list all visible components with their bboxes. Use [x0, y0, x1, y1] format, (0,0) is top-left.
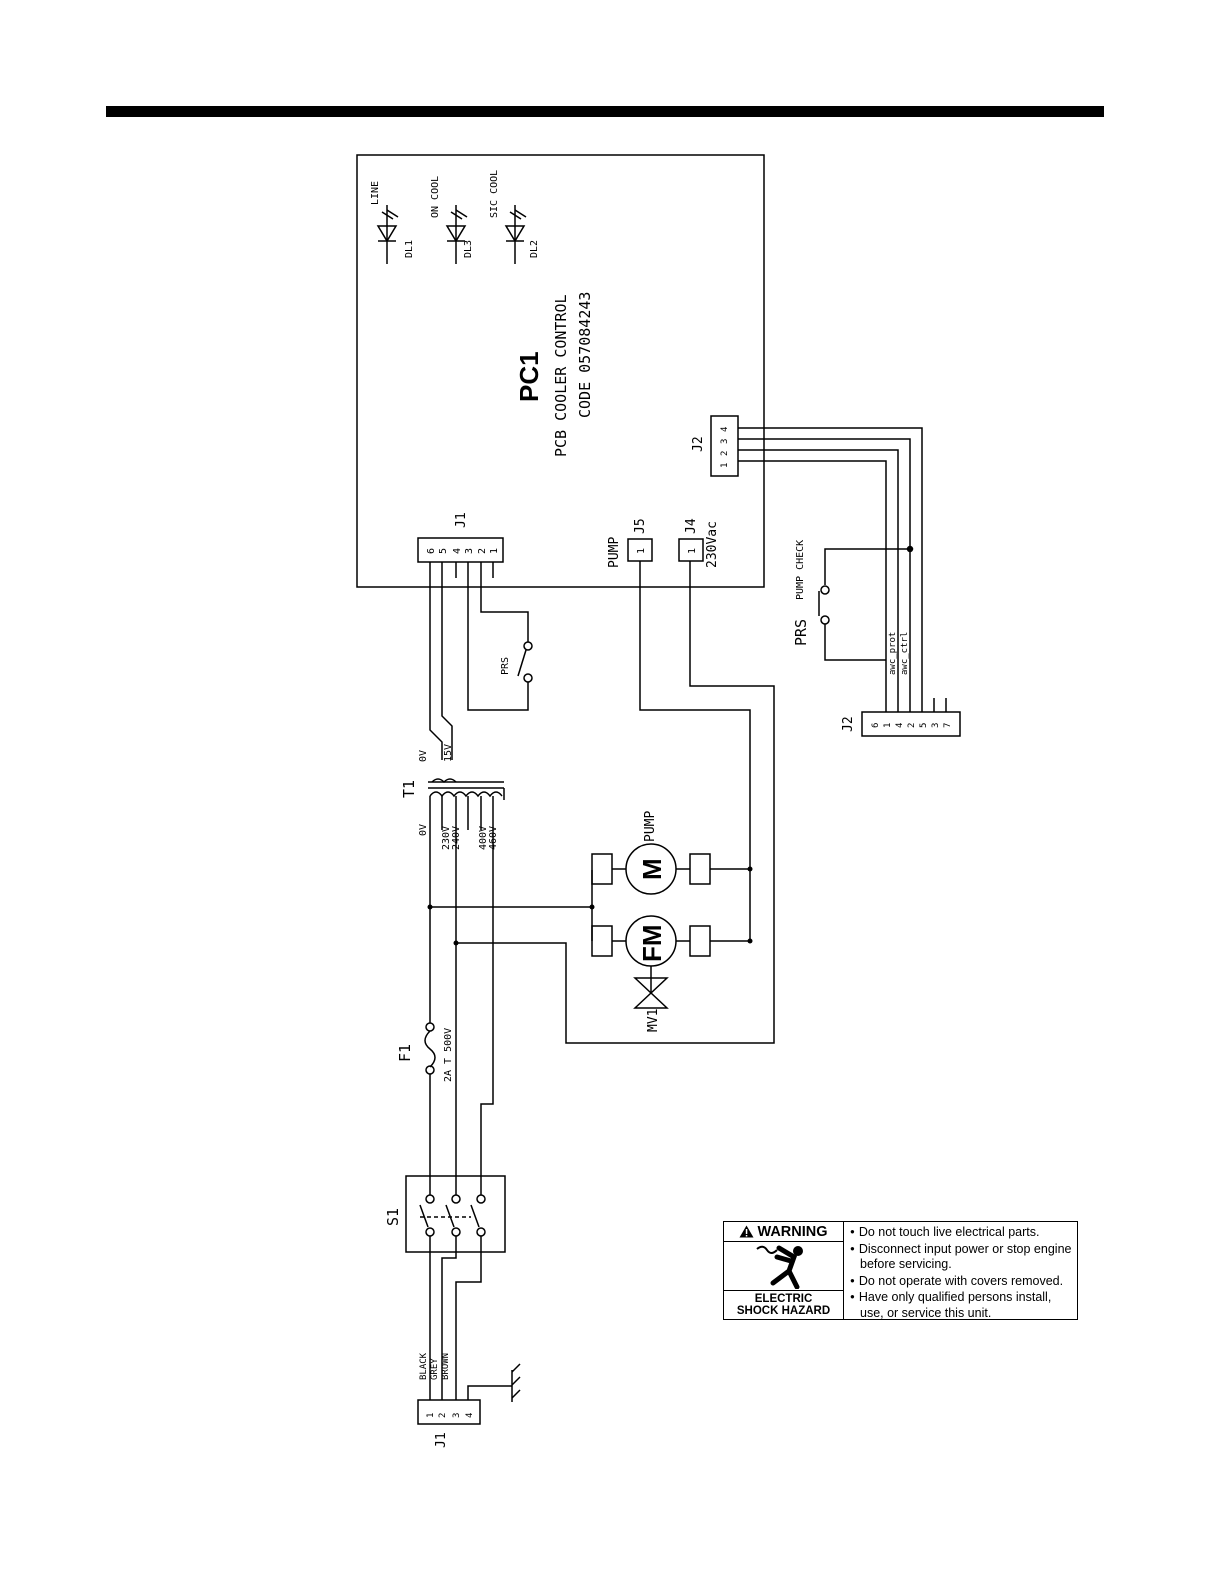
j4-pin: 1: [687, 548, 698, 554]
signal-label: awc_ctrl: [900, 632, 910, 675]
pump-motor-label: PUMP: [643, 811, 658, 842]
fuse-rating: 2A T 500V: [443, 1028, 454, 1082]
warning-left-panel: WARNING ELECTRIC SHOCK HAZARD: [724, 1222, 844, 1319]
j1-board-pin: 3: [464, 548, 475, 554]
led-dl2-ref: DL2: [529, 240, 540, 258]
t1-secondary-tap: 0V: [418, 750, 429, 762]
warning-caption-line2: SHOCK HAZARD: [736, 1305, 831, 1317]
input-wire-label: BROWN: [441, 1353, 451, 1380]
t1-ref: T1: [400, 780, 418, 798]
switch-ref: S1: [384, 1208, 402, 1226]
board-name: PCB COOLER CONTROL: [552, 294, 570, 457]
pc1-board-outline: [356, 154, 765, 588]
pump-check-switch: [818, 548, 910, 661]
j5-pin: 1: [636, 548, 647, 554]
j2-remote-pin: 4: [895, 723, 905, 728]
prs-label: PRS: [500, 657, 511, 675]
led-dl1-ref: DL1: [404, 240, 415, 258]
led-dl3: [445, 205, 468, 264]
warning-caption: ELECTRIC SHOCK HAZARD: [724, 1290, 843, 1319]
j1-input-pin: 1: [426, 1413, 436, 1418]
fuse-ref: F1: [396, 1044, 414, 1062]
j2-board-connector: [710, 415, 739, 477]
led-dl1: [376, 205, 399, 264]
j2-remote-pin: 6: [871, 723, 881, 728]
j1-board-pin: 2: [477, 548, 488, 554]
signal-label: awc_prot: [888, 632, 898, 675]
input-wire-label: BLACK: [419, 1352, 429, 1380]
j2-harness: [738, 427, 923, 712]
switch-s1-contacts: [419, 1168, 486, 1237]
warning-title: WARNING: [724, 1222, 843, 1242]
j1-input-connector: [417, 1399, 481, 1425]
warning-title-text: WARNING: [757, 1223, 828, 1240]
warning-item: Have only qualified persons install, use…: [850, 1289, 1073, 1321]
fan-motor: [591, 915, 750, 967]
warning-pic: [724, 1242, 843, 1290]
t1-primary-tap: 240V: [451, 826, 462, 850]
board-designator: PC1: [514, 351, 544, 402]
j5-label: PUMP: [607, 537, 622, 568]
j2-remote-ref: J2: [841, 716, 856, 732]
warning-item: Do not operate with covers removed.: [850, 1273, 1073, 1290]
board-code: CODE 057084243: [576, 292, 594, 418]
j2-board-ref: J2: [691, 436, 706, 452]
j2-board-pin: 1: [720, 463, 730, 468]
ground-icon: [511, 1363, 521, 1402]
fuse-f1: [424, 1022, 436, 1075]
valve-ref: MV1: [646, 1009, 661, 1032]
j2-remote-pin: 3: [931, 723, 941, 728]
led-dl2: [504, 205, 527, 264]
warning-item: Do not touch live electrical parts.: [850, 1224, 1073, 1241]
j2-board-pin: 4: [720, 427, 730, 432]
t1-primary-tap: 460V: [488, 826, 499, 850]
j1-input-pin: 2: [438, 1413, 448, 1418]
j2-remote-pin: 7: [943, 723, 953, 728]
led-dl2-label: SIC COOL: [489, 170, 500, 218]
j2-board-pin: 3: [720, 439, 730, 444]
j2-remote-pin: 1: [883, 723, 893, 728]
fan-motor-symbol: FM: [637, 924, 667, 962]
warning-triangle-icon: [739, 1225, 754, 1238]
j1-board-pin: 4: [452, 548, 463, 554]
j4-label: 230Vac: [705, 521, 720, 568]
pump-motor-symbol: M: [637, 858, 667, 880]
t1-secondary-tap: 15V: [443, 744, 454, 762]
pump-motor: [591, 843, 750, 895]
j1-input-ref: J1: [434, 1432, 449, 1448]
j4-ref: J4: [684, 518, 699, 534]
led-dl3-label: ON COOL: [430, 176, 441, 218]
j1-board-ref: J1: [454, 512, 469, 528]
led-dl3-ref: DL3: [463, 240, 474, 258]
pump-check-ref: PRS: [792, 619, 810, 646]
j1-input-pin: 3: [452, 1413, 462, 1418]
warning-label: WARNING ELECTRIC SHOCK HAZARD Do not tou…: [723, 1221, 1078, 1320]
j2-remote-pin: 2: [907, 723, 917, 728]
input-wire-label: GREY: [430, 1358, 440, 1380]
t1-primary-tap: 0V: [418, 824, 429, 836]
pump-check-label: PUMP CHECK: [795, 540, 806, 600]
prs-switch: [517, 641, 533, 683]
t1-primary-tap: 400V: [478, 826, 489, 850]
warning-list: Do not touch live electrical parts. Disc…: [844, 1222, 1077, 1321]
j2-board-pin: 2: [720, 451, 730, 456]
warning-caption-line1: ELECTRIC: [754, 1293, 813, 1305]
led-dl1-label: LINE: [370, 181, 381, 205]
j2-remote-pin: 5: [919, 723, 929, 728]
valve-mv1: [633, 966, 669, 1009]
top-rule: [106, 106, 1104, 117]
electric-shock-icon: [755, 1245, 803, 1289]
j4-connector: [678, 538, 704, 562]
t1-primary-tap: 230V: [441, 826, 452, 850]
warning-item: Disconnect input power or stop engine be…: [850, 1241, 1073, 1273]
j5-ref: J5: [633, 518, 648, 534]
j1-board-pin: 1: [489, 548, 500, 554]
j1-board-pin: 5: [438, 548, 449, 554]
j2-remote-connector: [861, 711, 961, 737]
j1-input-pin: 4: [465, 1413, 475, 1418]
j1-board-connector: [417, 537, 504, 563]
j1-board-pin: 6: [426, 548, 437, 554]
